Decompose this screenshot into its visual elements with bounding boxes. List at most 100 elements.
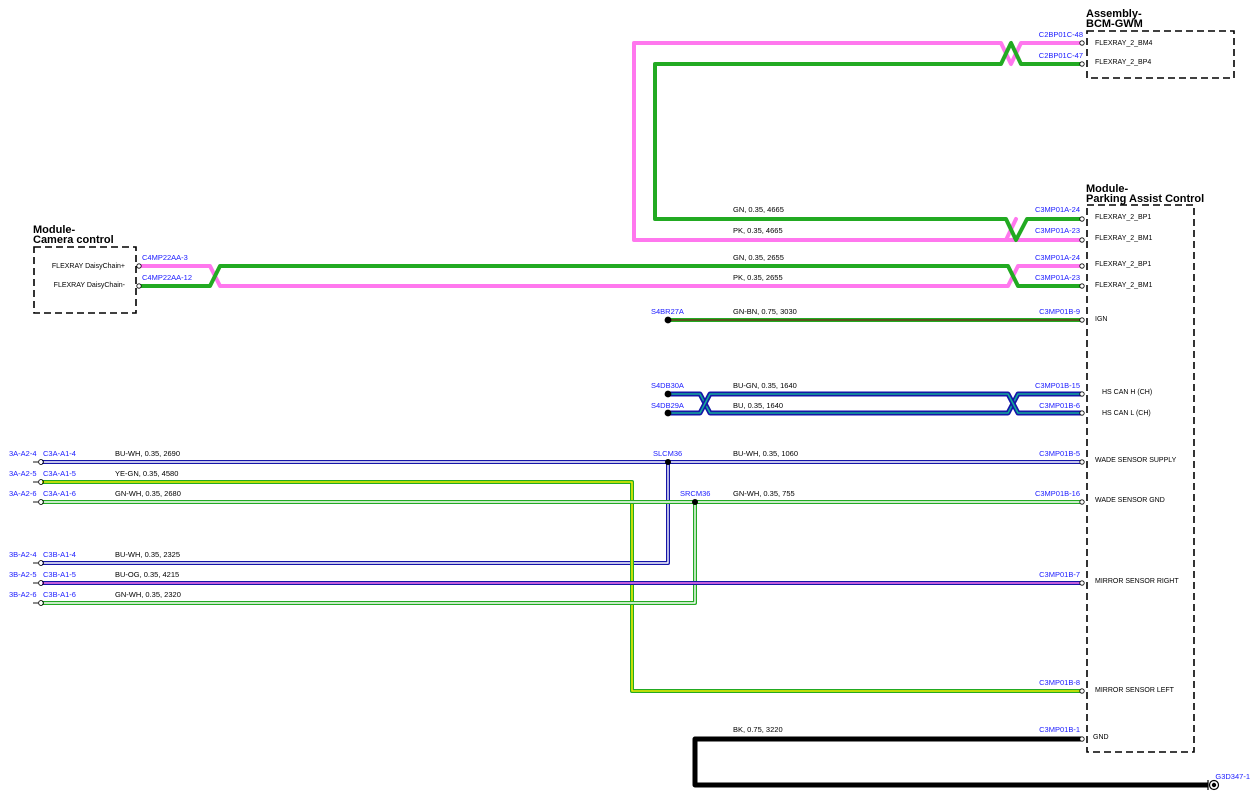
pac-pin-hs-can-h: HS CAN H (CH) (1102, 389, 1152, 396)
bcm-title-line1: Assembly- (1086, 8, 1142, 20)
inline-connector-3 (33, 499, 44, 505)
connector-labels: C2BP01C-48 C2BP01C-47 C3MP01A-24 C3MP01A… (9, 30, 1250, 781)
conn-left-5a: 3B-A2-5 (9, 570, 37, 579)
spec-ign: GN-BN, 0.75, 3030 (733, 307, 797, 316)
bcm-pin-bm4: FLEXRAY_2_BM4 (1095, 40, 1153, 47)
conn-c3mp01a-23-top: C3MP01A-23 (1035, 226, 1080, 235)
conn-s4db29a: S4DB29A (651, 401, 684, 410)
pac-pin-mirror-right: MIRROR SENSOR RIGHT (1095, 578, 1179, 585)
inline-connector-4 (33, 560, 44, 566)
conn-left-3a: 3A-A2-6 (9, 489, 37, 498)
conn-left-6b: C3B-A1-6 (43, 590, 76, 599)
camera-pin-daisychain-plus: FLEXRAY DaisyChain+ (52, 263, 125, 270)
splice-s4db30a (664, 390, 672, 398)
pac-pin-flexray-bp1-a: FLEXRAY_2_BP1 (1095, 214, 1151, 221)
conn-left-4a: 3B-A2-4 (9, 550, 37, 559)
pac-pin-flexray-bm1-a: FLEXRAY_2_BM1 (1095, 235, 1153, 242)
conn-c2bp01c-48: C2BP01C-48 (1039, 30, 1083, 39)
wire-mirror-left (42, 480, 1081, 693)
conn-left-6a: 3B-A2-6 (9, 590, 37, 599)
conn-left-1a: 3A-A2-4 (9, 449, 37, 458)
pac-pin-flexray-bp1-b: FLEXRAY_2_BP1 (1095, 261, 1151, 268)
spec-can-h: BU-GN, 0.35, 1640 (733, 381, 797, 390)
conn-c3mp01b-5: C3MP01B-5 (1039, 449, 1080, 458)
conn-left-5b: C3B-A1-5 (43, 570, 76, 579)
spec-left-1: BU-WH, 0.35, 2690 (115, 449, 180, 458)
conn-c3mp01b-1: C3MP01B-1 (1039, 725, 1080, 734)
spec-gn-2655: GN, 0.35, 2655 (733, 253, 784, 262)
conn-c4mp22aa-3: C4MP22AA-3 (142, 253, 188, 262)
inline-connector-1 (33, 459, 44, 465)
conn-c3mp01a-24-top: C3MP01A-24 (1035, 205, 1080, 214)
pac-pin-mirror-left: MIRROR SENSOR LEFT (1095, 687, 1175, 694)
splice-srcm36 (692, 499, 698, 505)
wires (42, 41, 1208, 788)
conn-c3mp01b-8: C3MP01B-8 (1039, 678, 1080, 687)
wire-wade-supply (42, 460, 1081, 565)
spec-gn-4665: GN, 0.35, 4665 (733, 205, 784, 214)
spec-wade-gnd: GN-WH, 0.35, 755 (733, 489, 795, 498)
camera-title-line1: Module- (33, 224, 75, 236)
conn-left-2b: C3A-A1-5 (43, 469, 76, 478)
wire-gnd (692, 736, 1208, 788)
spec-pk-4665: PK, 0.35, 4665 (733, 226, 783, 235)
spec-left-2: YE-GN, 0.35, 4580 (115, 469, 178, 478)
inline-connector-5 (33, 580, 44, 586)
splice-s4br27a (664, 316, 672, 324)
conn-s4br27a: S4BR27A (651, 307, 684, 316)
conn-c4mp22aa-12: C4MP22AA-12 (142, 273, 192, 282)
conn-c3mp01b-9: C3MP01B-9 (1039, 307, 1080, 316)
splice-slcm36 (665, 459, 671, 465)
conn-c3mp01b-16: C3MP01B-16 (1035, 489, 1080, 498)
pac-pin-hs-can-l: HS CAN L (CH) (1102, 410, 1151, 417)
wire-spec-labels: GN, 0.35, 4665 PK, 0.35, 4665 GN, 0.35, … (115, 205, 798, 734)
wire-gn-2655 (139, 264, 1081, 288)
ground-symbol-icon (1207, 779, 1220, 791)
conn-c3mp01a-23: C3MP01A-23 (1035, 273, 1080, 282)
bcm-title-line2: BCM-GWM (1086, 18, 1143, 30)
wire-wade-gnd (42, 500, 1081, 605)
module-camera-control: Module- Camera control FLEXRAY DaisyChai… (33, 224, 137, 314)
left-inline-connectors (33, 459, 44, 606)
splices (664, 316, 698, 505)
spec-left-3: GN-WH, 0.35, 2680 (115, 489, 181, 498)
conn-left-1b: C3A-A1-4 (43, 449, 76, 458)
spec-left-5: BU-OG, 0.35, 4215 (115, 570, 179, 579)
spec-gnd: BK, 0.75, 3220 (733, 725, 783, 734)
wire-gn-4665 (653, 41, 1081, 242)
wire-can-l-tracer (668, 393, 1081, 414)
spec-left-4: BU-WH, 0.35, 2325 (115, 550, 180, 559)
spec-left-6: GN-WH, 0.35, 2320 (115, 590, 181, 599)
module-bcm-gwm: Assembly- BCM-GWM FLEXRAY_2_BM4 FLEXRAY_… (1086, 8, 1235, 79)
spec-pk-2655: PK, 0.35, 2655 (733, 273, 783, 282)
wire-pk-4665 (632, 41, 1081, 242)
conn-left-4b: C3B-A1-4 (43, 550, 76, 559)
pac-pin-wade-gnd: WADE SENSOR GND (1095, 497, 1165, 504)
conn-slcm36: SLCM36 (653, 449, 682, 458)
module-parking-assist-control: Module- Parking Assist Control FLEXRAY_2… (1086, 183, 1204, 753)
conn-left-2a: 3A-A2-5 (9, 469, 37, 478)
conn-srcm36: SRCM36 (680, 489, 710, 498)
conn-s4db30a: S4DB30A (651, 381, 684, 390)
conn-c3mp01b-6: C3MP01B-6 (1039, 401, 1080, 410)
pac-pin-flexray-bm1-b: FLEXRAY_2_BM1 (1095, 282, 1153, 289)
conn-c3mp01a-24: C3MP01A-24 (1035, 253, 1080, 262)
conn-g3d347-1: G3D347-1 (1215, 772, 1250, 781)
spec-wade-supply: BU-WH, 0.35, 1060 (733, 449, 798, 458)
wire-pk-2655 (139, 264, 1081, 288)
pin-terminals (136, 40, 1085, 742)
pac-title-line1: Module- (1086, 183, 1128, 195)
conn-c2bp01c-47: C2BP01C-47 (1039, 51, 1083, 60)
inline-connector-6 (33, 600, 44, 606)
pac-title-line2: Parking Assist Control (1086, 193, 1204, 205)
conn-c3mp01b-7: C3MP01B-7 (1039, 570, 1080, 579)
spec-can-l: BU, 0.35, 1640 (733, 401, 783, 410)
bcm-pin-bp4: FLEXRAY_2_BP4 (1095, 59, 1151, 66)
camera-pin-daisychain-minus: FLEXRAY DaisyChain- (54, 282, 126, 289)
inline-connector-2 (33, 479, 44, 485)
camera-title-line2: Camera control (33, 234, 114, 246)
conn-c3mp01b-15: C3MP01B-15 (1035, 381, 1080, 390)
pac-pin-ign: IGN (1095, 316, 1107, 323)
pac-pin-gnd: GND (1093, 734, 1109, 741)
